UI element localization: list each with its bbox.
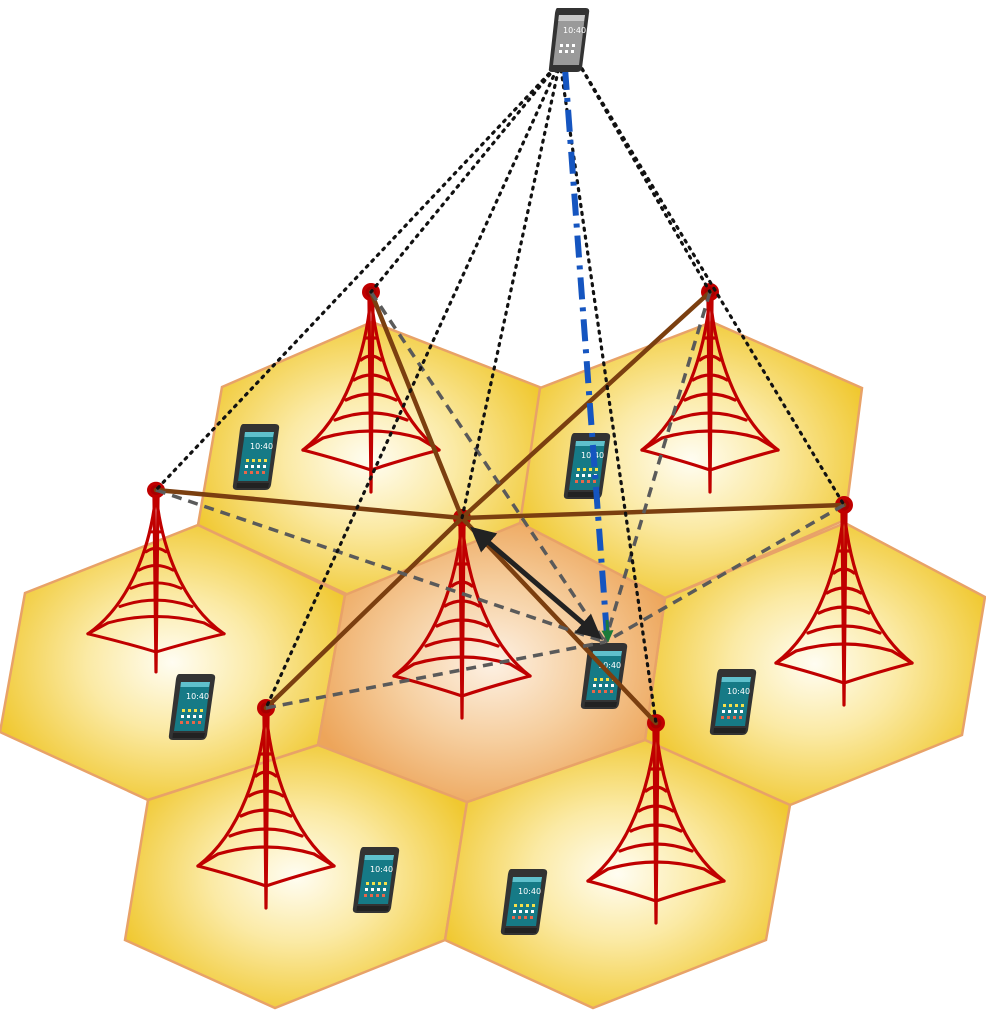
svg-text:10:40: 10:40 [563,26,586,35]
svg-text:10:40: 10:40 [370,865,393,874]
dotted-link [460,60,562,520]
target-smartphone-icon: 10:40 [580,643,628,709]
interference-link [265,640,606,710]
direct-link-arrow [601,619,614,643]
smartphone-icon: 10:40 [500,869,548,935]
interference-link [369,291,607,643]
dotted-link [154,60,562,492]
dotted-link [576,60,846,507]
svg-text:10:40: 10:40 [186,692,209,701]
dotted-link [264,60,562,710]
top-smartphone-icon: 10:40 [548,8,590,72]
svg-text:10:40: 10:40 [250,442,273,451]
svg-text:10:40: 10:40 [598,661,621,670]
backhaul-link [368,289,465,521]
backhaul-link [459,502,847,521]
backhaul-link [459,289,713,521]
smartphone-icon: 10:40 [352,847,400,913]
smartphone-icon: 10:40 [168,674,216,740]
interference-link [603,291,712,643]
backhaul-link [263,515,465,711]
svg-text:10:40: 10:40 [727,687,750,696]
dotted-link [558,60,658,725]
interference-link [604,503,845,644]
dotted-links [154,60,846,725]
double-arrow [470,526,602,640]
smartphone-icon: 10:40 [232,424,280,490]
svg-text:10:40: 10:40 [518,887,541,896]
smartphone-icon: 10:40 [709,669,757,735]
backhaul-link [153,487,465,521]
dotted-link [369,60,562,294]
